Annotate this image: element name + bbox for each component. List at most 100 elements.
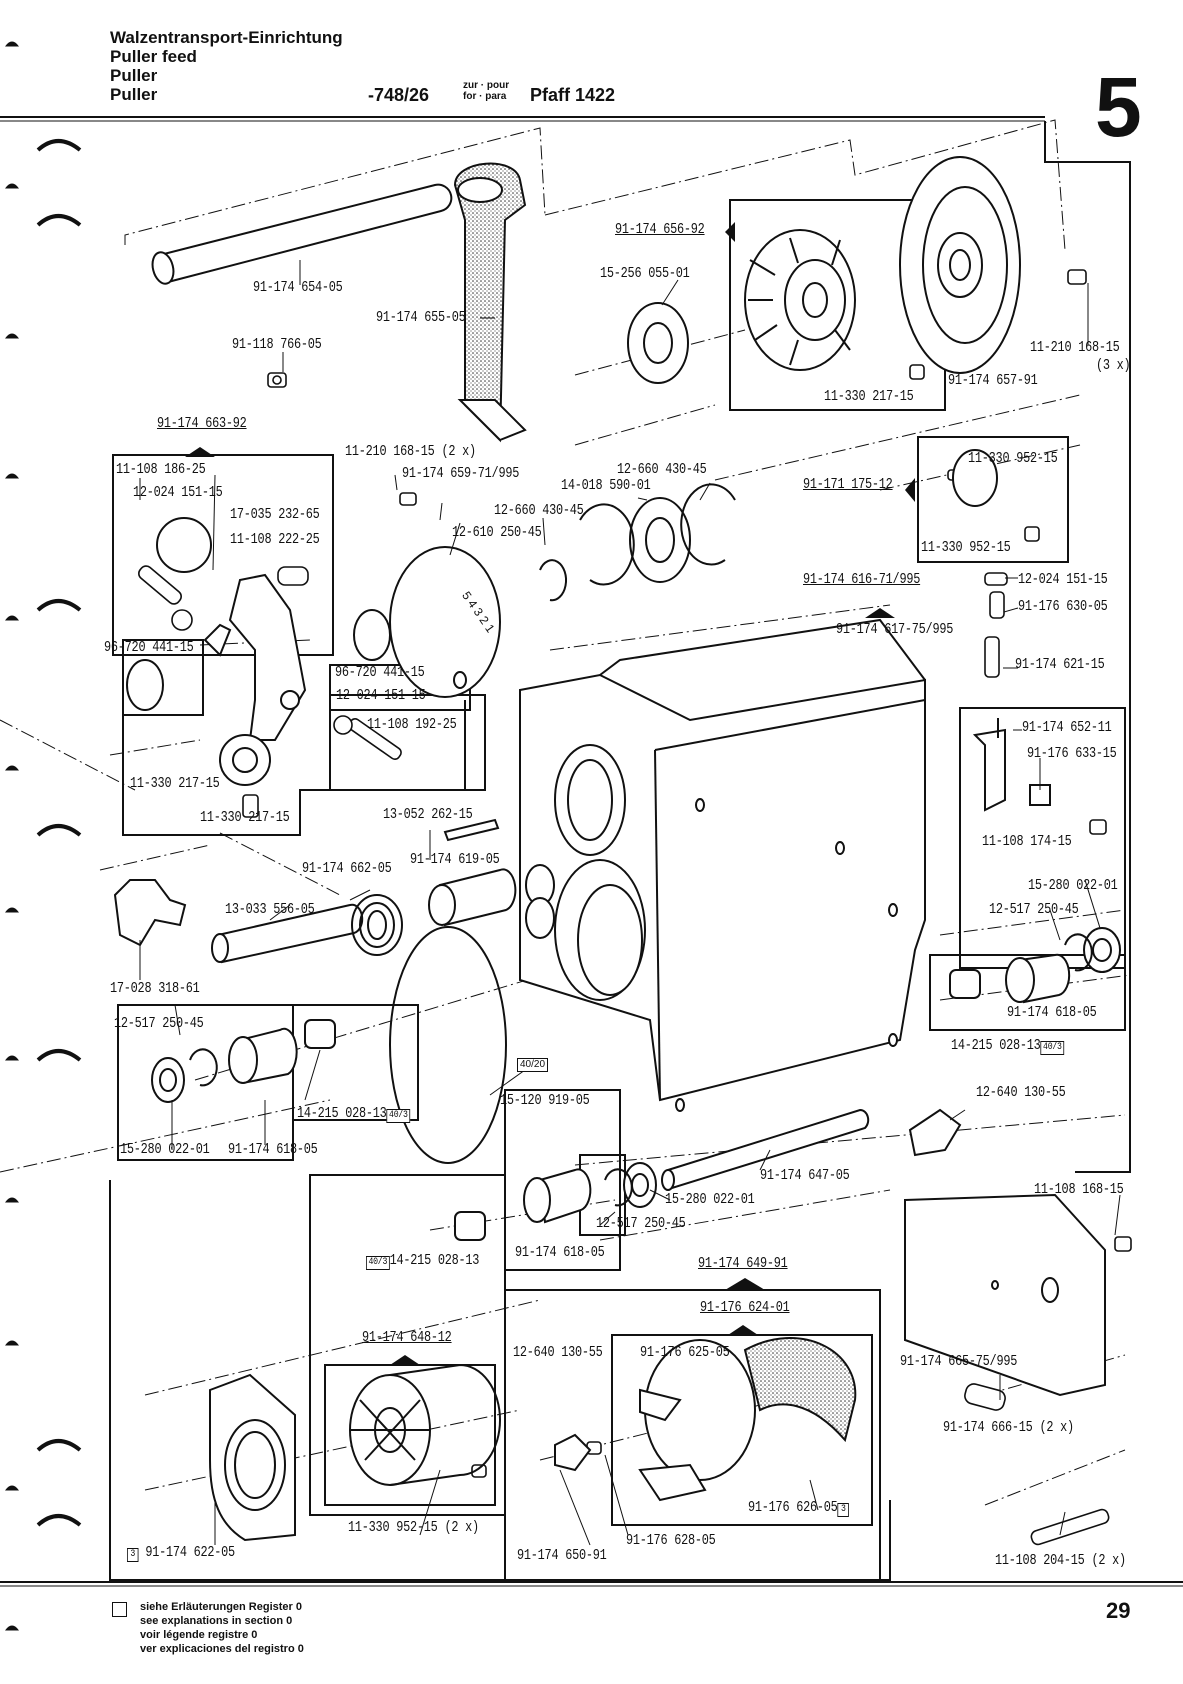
part-label: 13-052 262-15 bbox=[383, 807, 473, 823]
part-label: 12-024 151-15 bbox=[336, 688, 426, 704]
page-number: 29 bbox=[1106, 1598, 1131, 1623]
part-label: 11-108 204-15 (2 x) bbox=[995, 1553, 1126, 1569]
part-label: 91-174 618-05 bbox=[228, 1142, 318, 1158]
part-label: 12-517 250-45 bbox=[596, 1216, 686, 1232]
for-para: for · para bbox=[463, 91, 507, 102]
part-label: 11-330 952-15 (2 x) bbox=[348, 1520, 479, 1536]
lever-655 bbox=[453, 162, 527, 443]
part-label: 91-174 619-05 bbox=[410, 852, 500, 868]
part-label: 11-330 217-15 bbox=[824, 389, 914, 405]
section-number: 5 bbox=[1095, 60, 1142, 154]
part-label: 91-174 618-05 bbox=[515, 1245, 605, 1261]
legend-line-de: siehe Erläuterungen Register 0 bbox=[140, 1601, 302, 1613]
part-label: 12-610 250-45 bbox=[452, 525, 542, 541]
part-label: 15-120 919-05 bbox=[500, 1093, 590, 1109]
legend-line-fr: voir légende registre 0 bbox=[140, 1629, 258, 1641]
part-label: 15-256 055-01 bbox=[600, 266, 690, 282]
part-label: 17-028 318-61 bbox=[110, 981, 200, 997]
machine-code: -748/26 bbox=[368, 85, 430, 105]
part-label: 11-108 168-15 bbox=[1034, 1182, 1124, 1198]
part-label: 15-280 022-01 bbox=[1028, 878, 1118, 894]
part-label: 11-108 222-25 bbox=[230, 532, 320, 548]
title-en: Puller feed bbox=[110, 47, 197, 66]
part-label: 11-330 952-15 bbox=[921, 540, 1011, 556]
part-label: 11-210 168-15 bbox=[1030, 340, 1120, 356]
part-label: 91-176 630-05 bbox=[1018, 599, 1108, 615]
ref-box: 40/3 bbox=[366, 1256, 390, 1270]
fan-656 bbox=[744, 229, 856, 371]
part-text: 14-215 028-13 bbox=[389, 1253, 480, 1269]
cover-plate bbox=[899, 156, 1021, 374]
part-label: 91-174 659-71/995 bbox=[402, 466, 520, 482]
legend-box-icon bbox=[112, 1602, 127, 1617]
part-label: 11-108 174-15 bbox=[982, 834, 1072, 850]
title-block: Walzentransport-Einrichtung Puller feed … bbox=[110, 28, 343, 104]
part-label: 3 91-174 622-05 bbox=[127, 1545, 235, 1562]
part-label: 12-640 130-55 bbox=[513, 1345, 603, 1361]
ref-box: 3 bbox=[127, 1548, 139, 1562]
part-label: 13-033 556-05 bbox=[225, 902, 315, 918]
part-label: 12-660 430-45 bbox=[617, 462, 707, 478]
part-text: 14-215 028-13 bbox=[297, 1106, 387, 1122]
part-label: 15-280 022-01 bbox=[120, 1142, 210, 1158]
part-text: 91-176 626-05 bbox=[748, 1500, 838, 1516]
part-label: 91-174 666-15 (2 x) bbox=[943, 1420, 1074, 1436]
part-label: 91-118 766-05 bbox=[232, 337, 322, 353]
part-label: 91-174 665-75/995 bbox=[900, 1354, 1018, 1370]
part-label: 91-174 647-05 bbox=[760, 1168, 850, 1184]
part-label: 91-174 656-92 bbox=[615, 222, 705, 238]
part-label: 14-018 590-01 bbox=[561, 478, 651, 494]
part-label: 12-024 151-15 bbox=[1018, 572, 1108, 588]
part-label: 15-280 022-01 bbox=[665, 1192, 755, 1208]
shaft-654 bbox=[151, 183, 453, 285]
part-label: 91-174 654-05 bbox=[253, 280, 343, 296]
ref-box: 3 bbox=[837, 1503, 850, 1517]
part-label: 91-174 663-92 bbox=[157, 416, 247, 432]
part-label: 91-174 621-15 bbox=[1015, 657, 1105, 673]
machine-model: Pfaff 1422 bbox=[530, 85, 616, 105]
part-label: 11-108 192-25 bbox=[367, 717, 457, 733]
part-label: 91-174 652-11 bbox=[1022, 720, 1112, 736]
part-label: 91-174 648-12 bbox=[362, 1330, 452, 1346]
ref-box: 40/3 bbox=[386, 1109, 411, 1123]
legend-line-en: see explanations in section 0 bbox=[140, 1615, 293, 1627]
part-label: 96-720 441-15 bbox=[104, 640, 194, 656]
part-label: 11-108 186-25 bbox=[116, 462, 206, 478]
title-es: Puller bbox=[110, 85, 158, 104]
binder-marks bbox=[4, 41, 82, 1631]
zur-pour: zur · pour bbox=[463, 80, 510, 91]
part-label: 12-024 151-15 bbox=[133, 485, 223, 501]
part-label: 96-720 441-15 bbox=[335, 665, 425, 681]
part-label: 91-176 625-05 bbox=[640, 1345, 730, 1361]
part-label: 91-174 616-71/995 bbox=[803, 572, 921, 588]
part-label: 91-174 617-75/995 bbox=[836, 622, 954, 638]
part-label: 91-174 649-91 bbox=[698, 1256, 788, 1272]
part-label: 12-660 430-45 bbox=[494, 503, 584, 519]
title-de: Walzentransport-Einrichtung bbox=[110, 28, 343, 47]
part-label: 91-176 624-01 bbox=[700, 1300, 790, 1316]
part-label: 91-174 655-05 bbox=[376, 310, 466, 326]
part-label: (3 x) bbox=[1096, 358, 1131, 374]
part-label: 12-640 130-55 bbox=[976, 1085, 1066, 1101]
part-label: 91-176 628-05 bbox=[626, 1533, 716, 1549]
part-label: 91-174 657-91 bbox=[948, 373, 1038, 389]
part-label: 11-210 168-15 (2 x) bbox=[345, 444, 476, 460]
legend-line-es: ver explicaciones del registro 0 bbox=[140, 1643, 304, 1655]
housing bbox=[519, 618, 926, 1112]
part-text: 91-174 622-05 bbox=[145, 1545, 235, 1561]
ref-box: 40/20 bbox=[517, 1058, 549, 1072]
part-label: 12-517 250-45 bbox=[989, 902, 1079, 918]
part-label: 12-517 250-45 bbox=[114, 1016, 204, 1032]
part-label: 11-330 952-15 bbox=[968, 451, 1058, 467]
part-label: 91-174 650-91 bbox=[517, 1548, 607, 1564]
part-label: 91-174 662-05 bbox=[302, 861, 392, 877]
part-label: 91-176 633-15 bbox=[1027, 746, 1117, 762]
part-label: 17-035 232-65 bbox=[230, 507, 320, 523]
part-label: 11-330 217-15 bbox=[130, 776, 220, 792]
for-label: zur · pour for · para bbox=[463, 80, 509, 102]
part-label: 91-174 618-05 bbox=[1007, 1005, 1097, 1021]
